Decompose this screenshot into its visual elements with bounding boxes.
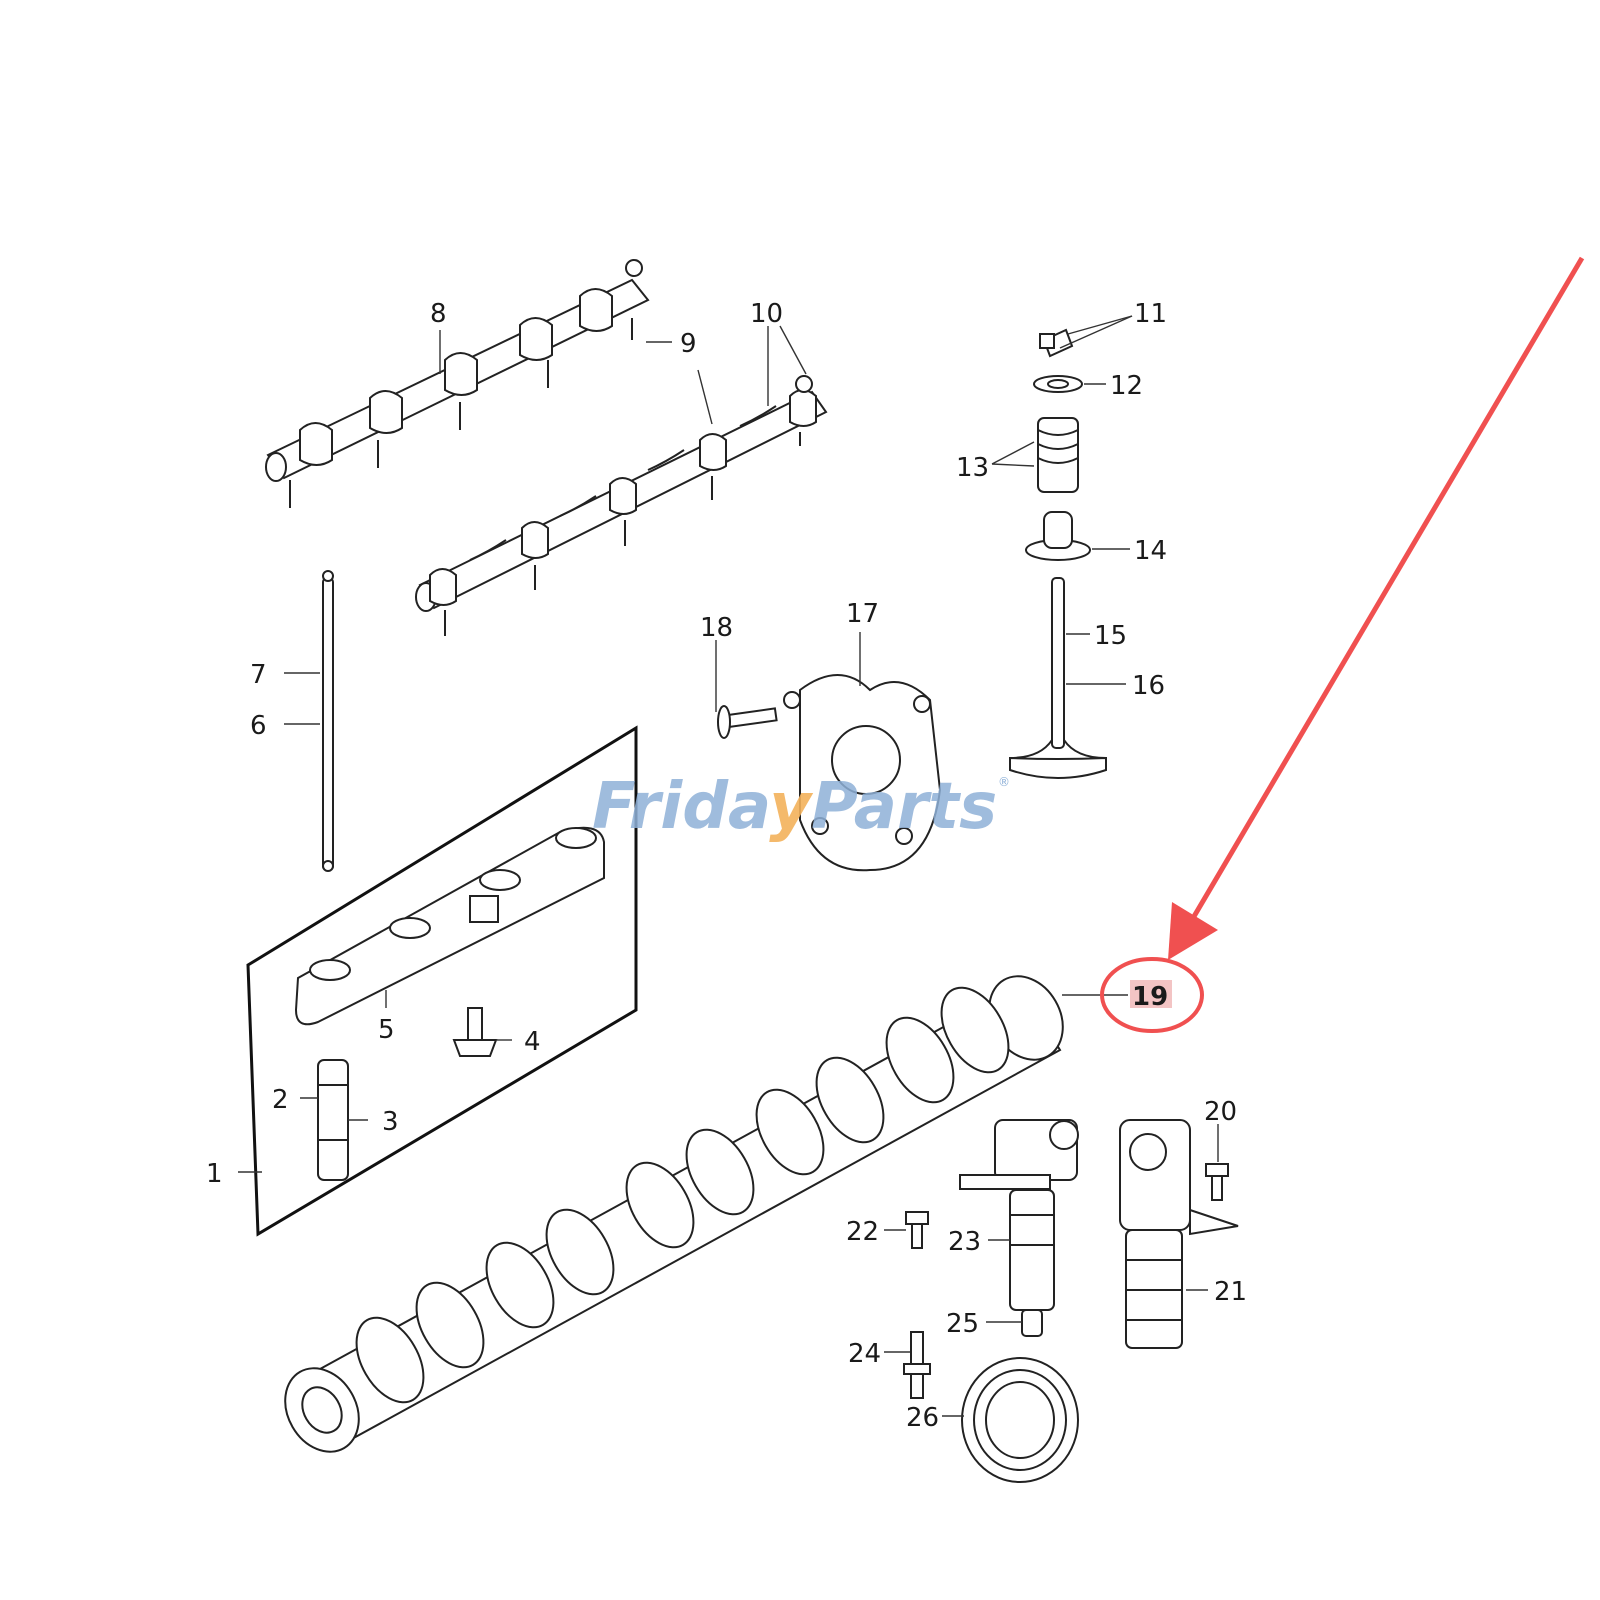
bolt-22: [906, 1212, 928, 1248]
watermark-text-end: Parts: [811, 770, 997, 844]
callout-15: 15: [1094, 621, 1127, 651]
bolt-18: [718, 706, 777, 738]
highlight-fill: [1130, 980, 1172, 1008]
svg-text:FridayParts: FridayParts: [592, 770, 997, 844]
callout-17: 17: [846, 599, 879, 629]
highlight-circle: [1100, 957, 1204, 1033]
highlighted-callout-19: 19: [1100, 957, 1204, 1033]
stud-24: [904, 1332, 930, 1398]
cam-sensor-23: [960, 1120, 1078, 1336]
callout-12: 12: [1110, 371, 1143, 401]
lifter-guide-5: [296, 828, 604, 1025]
rocker-shaft-10: [416, 376, 826, 636]
callout-13: 13: [956, 453, 989, 483]
callout-8: 8: [430, 299, 447, 329]
callout-10: 10: [750, 299, 783, 329]
valve-keeper-11: [1040, 330, 1072, 356]
callout-14: 14: [1134, 536, 1167, 566]
valve-spring-13: [1038, 418, 1078, 492]
valve-15-16: [1010, 578, 1106, 778]
callout-11: 11: [1134, 299, 1167, 329]
watermark-text-main: Frida: [592, 770, 769, 844]
camshaft-19: [271, 963, 1078, 1465]
thrust-plate-17: [784, 675, 940, 870]
callout-1: 1: [206, 1159, 223, 1189]
callout-25: 25: [946, 1309, 979, 1339]
seal-26: [962, 1358, 1078, 1482]
callout-16: 16: [1132, 671, 1165, 701]
leader-lines: [238, 315, 1219, 1417]
callout-21: 21: [1214, 1277, 1247, 1307]
callout-6: 6: [250, 711, 267, 741]
callout-23: 23: [948, 1227, 981, 1257]
lifter-kit-frame-1: [248, 728, 636, 1234]
bolt-20: [1206, 1164, 1228, 1200]
vvt-solenoid-21: [1120, 1120, 1238, 1348]
callout-5: 5: [378, 1015, 395, 1045]
bolt-4: [454, 1008, 496, 1056]
callout-18: 18: [700, 613, 733, 643]
callout-7: 7: [250, 660, 267, 690]
rocker-arms-10: [430, 376, 816, 636]
callout-24: 24: [848, 1339, 881, 1369]
watermark-logo: FridayParts ®: [592, 770, 1010, 844]
rocker-arms-8: [290, 260, 642, 508]
callout-19: 19: [1132, 982, 1168, 1012]
watermark-text-accent: y: [769, 770, 813, 844]
callout-20: 20: [1204, 1097, 1237, 1127]
valve-retainer-12: [1034, 376, 1082, 392]
annotation-arrow: [1168, 256, 1585, 960]
push-rod: [323, 571, 333, 871]
rocker-shaft-8: [266, 260, 648, 508]
callout-9: 9: [680, 329, 697, 359]
callout-22: 22: [846, 1217, 879, 1247]
cam-lobes: [343, 976, 1022, 1414]
callout-4: 4: [524, 1027, 541, 1057]
callout-26: 26: [906, 1403, 939, 1433]
lifter-2-3: [318, 1060, 348, 1180]
callout-3: 3: [382, 1107, 399, 1137]
callout-labels: 1 2 3 4 5 6 7 8 9 10 11 12 13 14 15 16 1…: [206, 299, 1247, 1433]
callout-2: 2: [272, 1085, 289, 1115]
watermark-registered: ®: [998, 775, 1010, 789]
valve-seal-14: [1026, 512, 1090, 560]
